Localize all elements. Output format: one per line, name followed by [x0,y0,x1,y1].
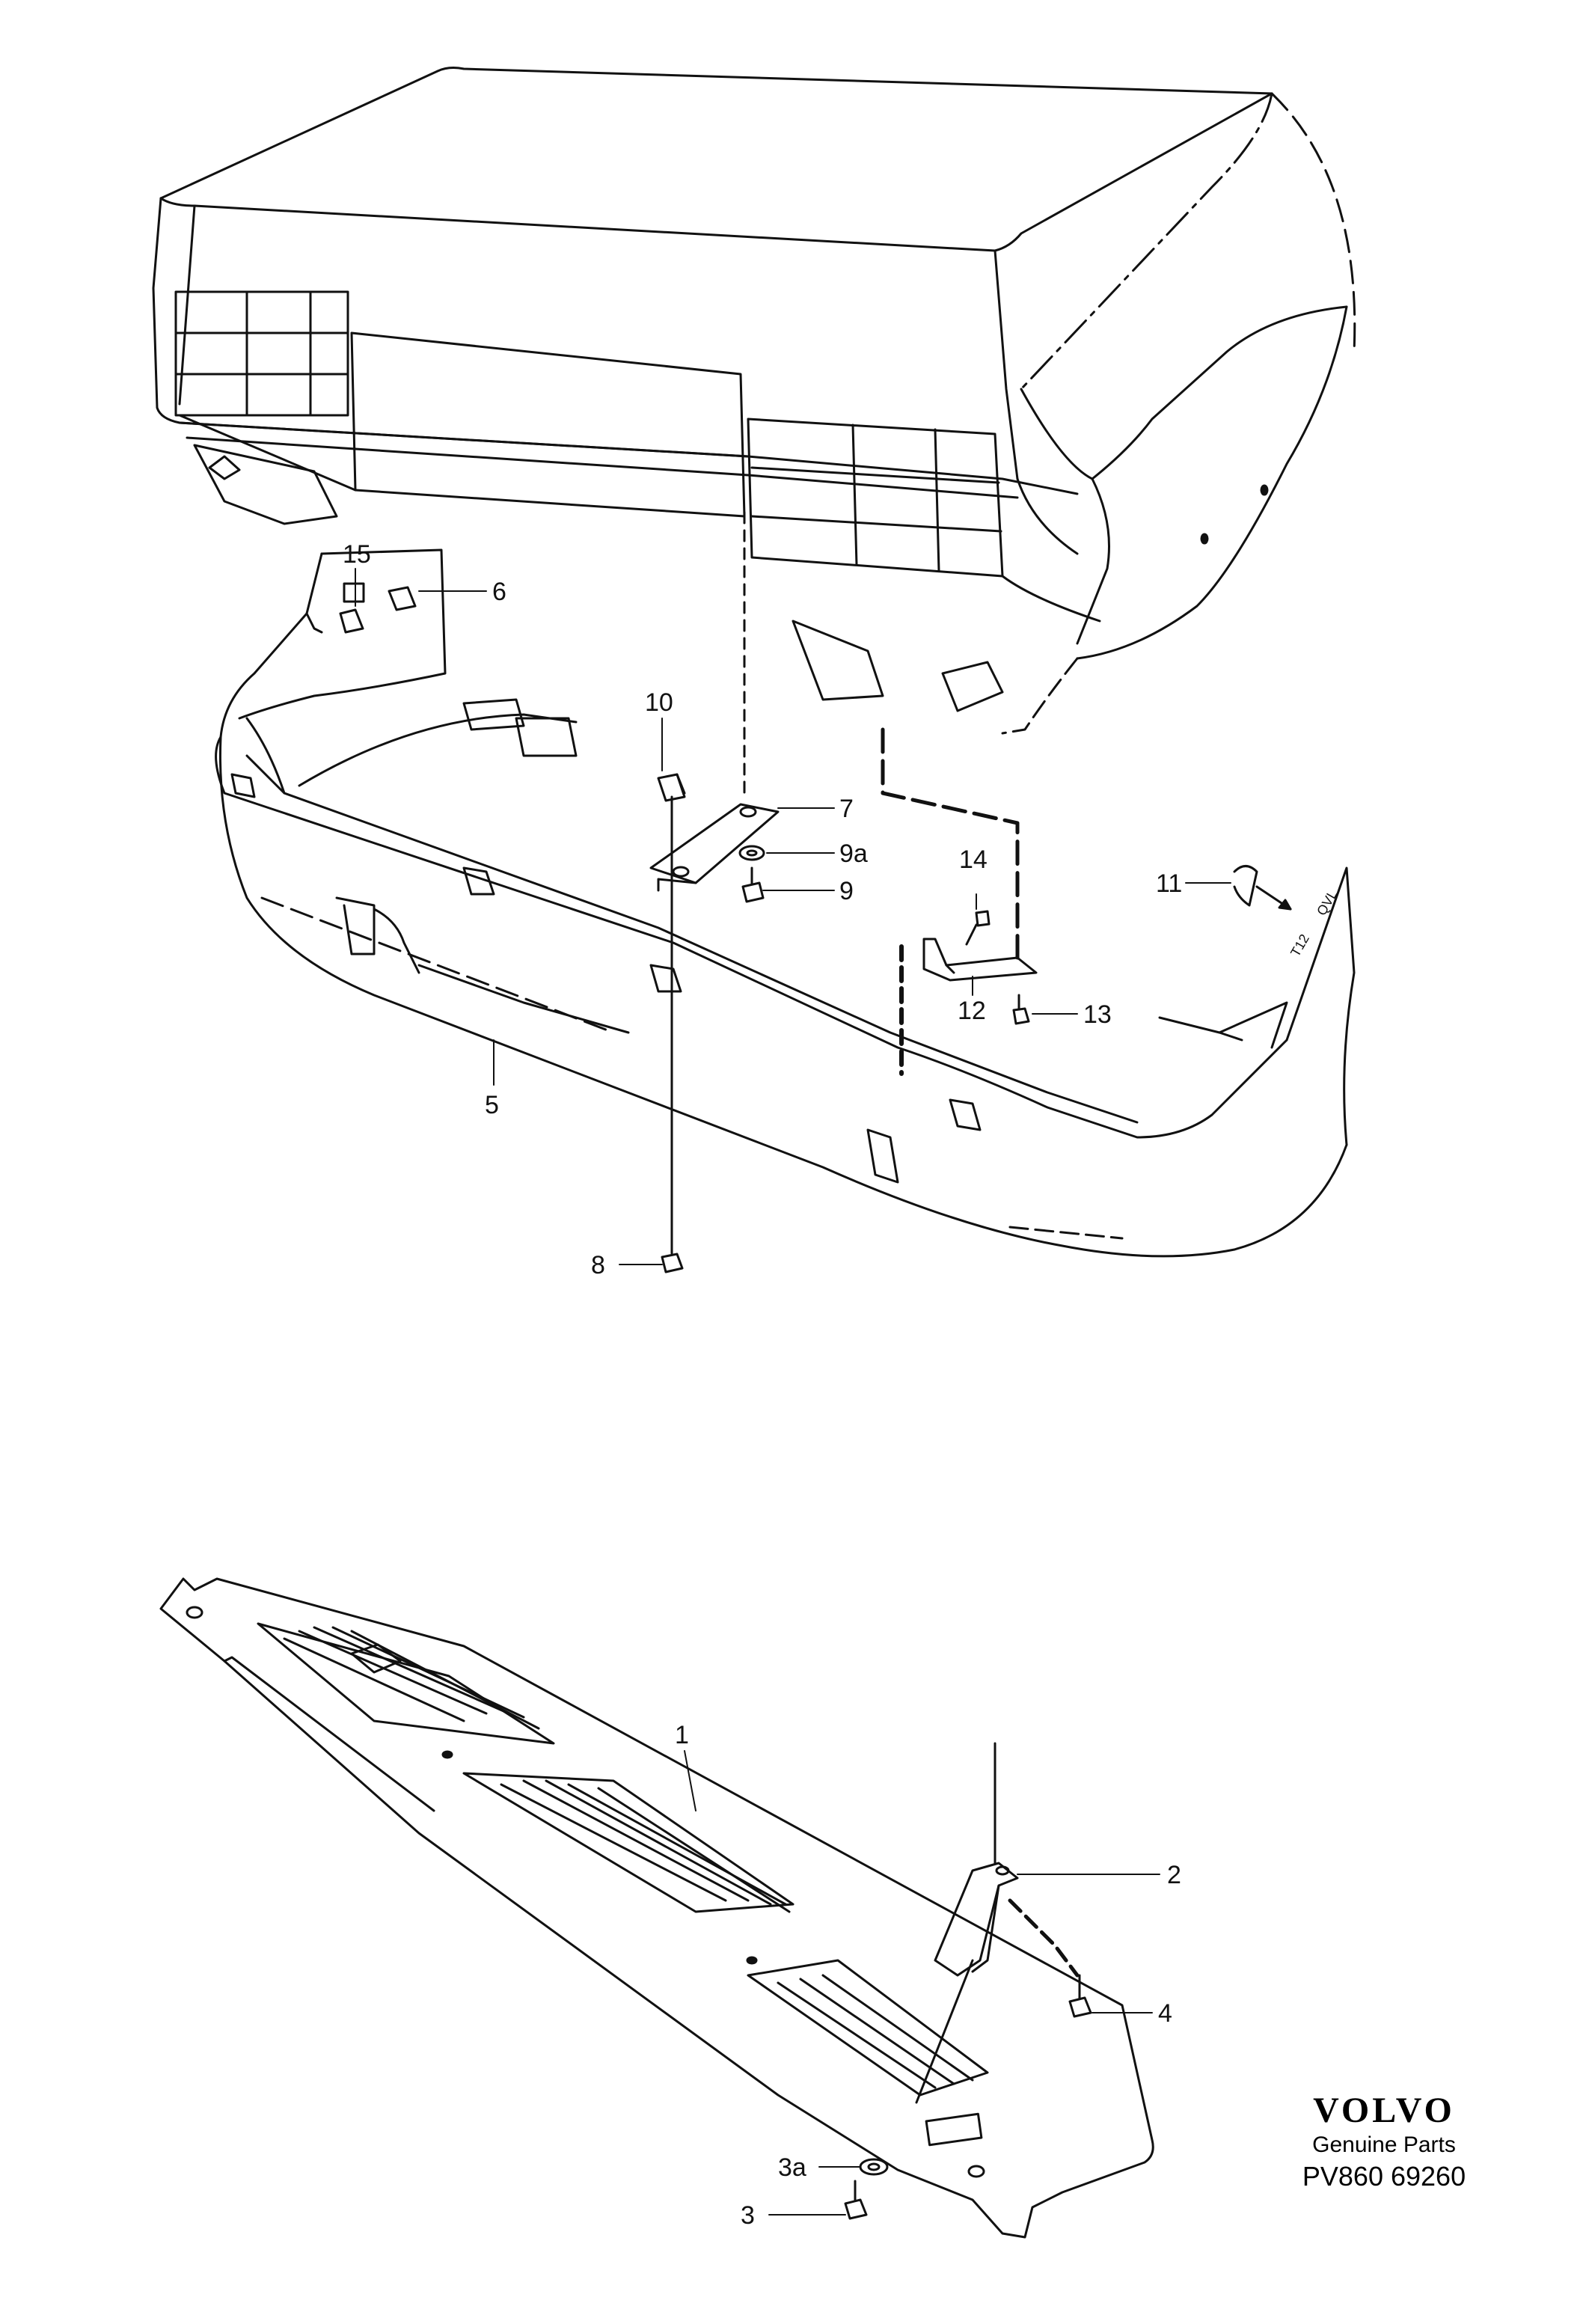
guide-lines-upper [672,730,1291,1227]
callout-8: 8 [591,1251,605,1279]
car-rear-body [153,68,1355,793]
callout-12: 12 [958,997,986,1025]
callout-4: 4 [1158,1999,1172,2028]
callout-3: 3 [741,2201,755,2230]
guide-lines-lower [916,1743,1077,2103]
callout-15: 15 [343,540,371,569]
svg-text:T12: T12 [1288,932,1312,959]
fittings-lower [845,1863,1091,2218]
callout-14: 14 [959,845,988,874]
callout-2: 2 [1167,1861,1181,1889]
callout-9: 9 [839,877,854,905]
callout-10: 10 [645,688,673,717]
diagram-reference-number: PV860 69260 [1302,2161,1466,2192]
brand-subtitle: Genuine Parts [1312,2132,1456,2157]
callout-leaders [355,569,1231,2215]
scuff-plate-1 [161,1579,1153,2237]
volvo-logo: VOLVO [1313,2091,1455,2130]
callout-5: 5 [485,1091,499,1119]
callout-6: 6 [492,578,506,606]
svg-text:QVL: QVL [1314,887,1340,918]
callout-1: 1 [675,1721,689,1749]
callout-11: 11 [1156,869,1182,898]
callout-3a: 3a [778,2153,806,2182]
callout-9a: 9a [839,840,868,868]
callout-7: 7 [839,795,854,823]
rear-bumper-5: T12 QVL [216,550,1354,1256]
brand-block: VOLVO Genuine Parts PV860 69260 [1272,2091,1496,2193]
callout-numbers: 15 6 10 7 9a 9 14 11 12 13 5 8 1 2 4 3a … [343,540,1182,2230]
callout-13: 13 [1083,1000,1112,1029]
fittings-upper [340,587,1257,1272]
